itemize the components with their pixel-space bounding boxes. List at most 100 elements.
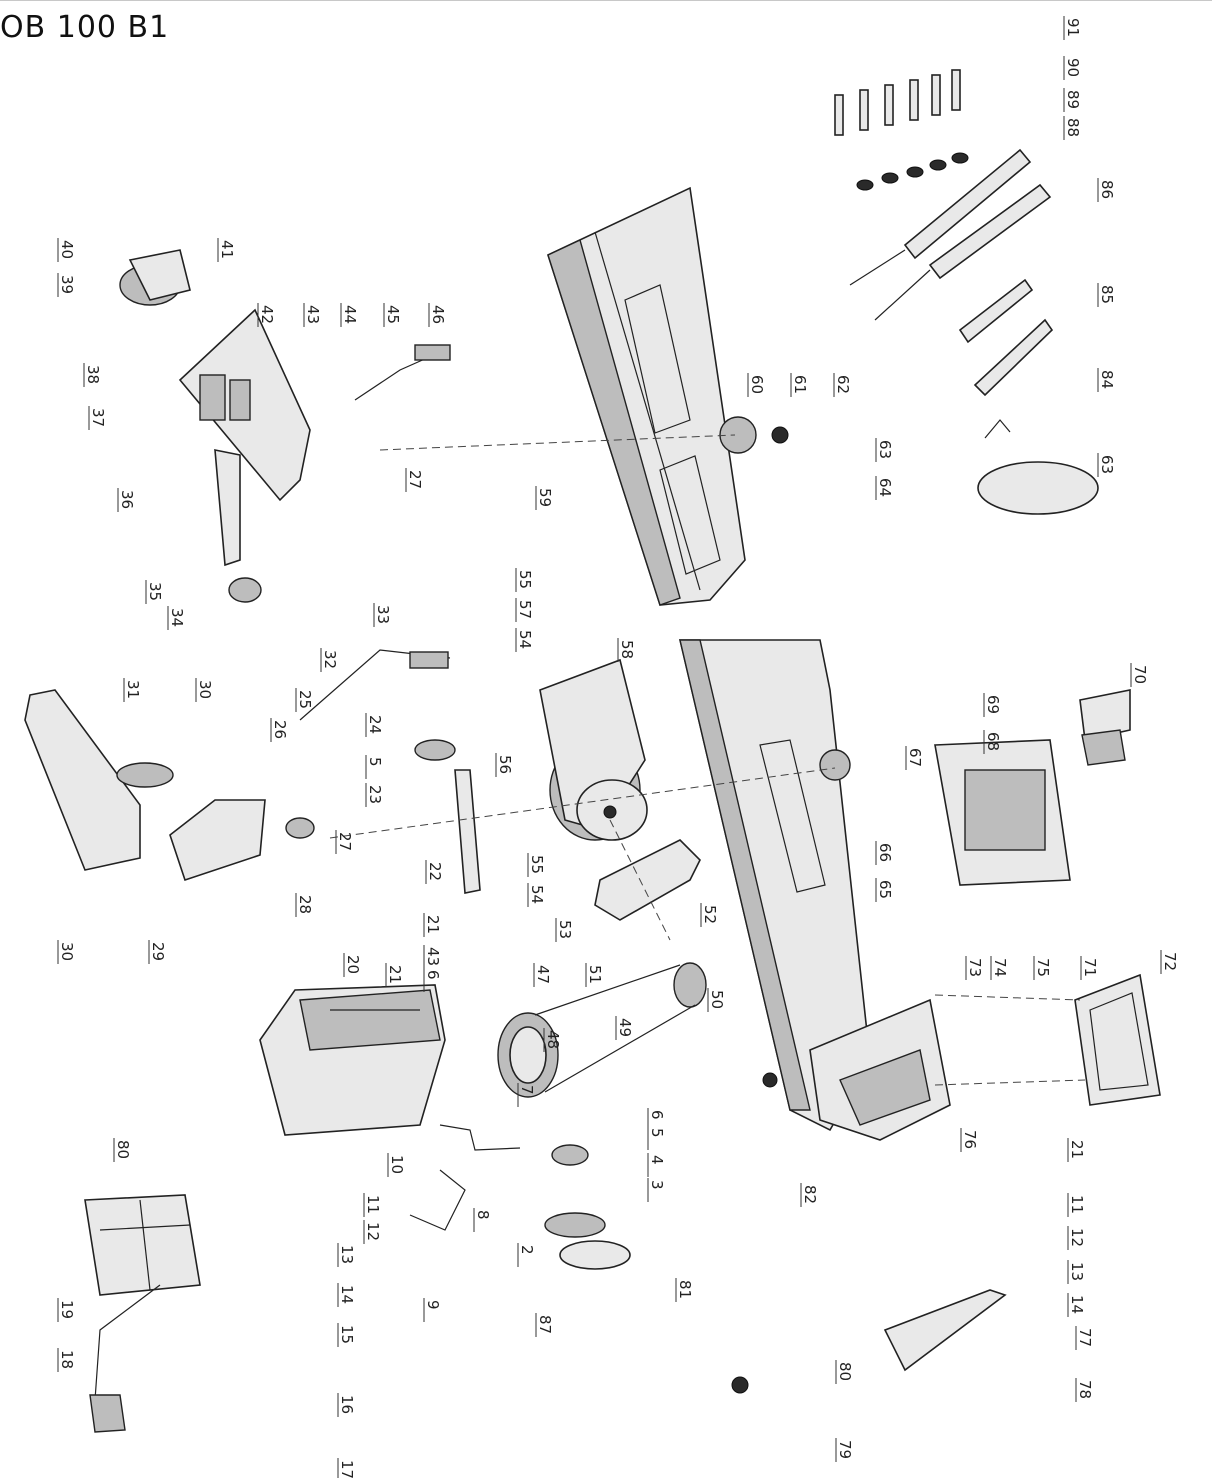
- callout-18: 18: [57, 1348, 76, 1372]
- callout-number: 61: [791, 375, 809, 394]
- callout-number: 4: [648, 1155, 666, 1165]
- callout-49: 49: [615, 1016, 634, 1040]
- callout-number: 16: [338, 1395, 356, 1414]
- callout-number: 17: [338, 1460, 356, 1478]
- callout-66: 66: [875, 841, 894, 865]
- callout-number: 69: [984, 695, 1002, 714]
- nut-82: [762, 1072, 778, 1088]
- callout-number: 38: [84, 365, 102, 384]
- callout-number: 78: [1076, 1380, 1094, 1399]
- callout-12: 12: [363, 1220, 382, 1244]
- callout-number: 14: [338, 1285, 356, 1304]
- callout-number: 87: [536, 1315, 554, 1334]
- callout-number: 3: [648, 1180, 666, 1190]
- page-title: OB 100 B1: [0, 10, 170, 45]
- callout-54: 54: [515, 628, 534, 652]
- bearing-5: [551, 1144, 589, 1166]
- callout-41: 41: [217, 238, 236, 262]
- callout-number: 6: [648, 1110, 666, 1120]
- callout-number: 18: [58, 1350, 76, 1369]
- callout-number: 66: [876, 843, 894, 862]
- callout-number: 91: [1064, 18, 1082, 37]
- callout-number: 7: [518, 1085, 536, 1095]
- callout-number: 67: [906, 748, 924, 767]
- callout-number: 19: [58, 1300, 76, 1319]
- callout-14: 14: [1067, 1293, 1086, 1317]
- callout-72: 72: [1160, 950, 1179, 974]
- callout-43: 43: [423, 945, 442, 969]
- callout-80: 80: [835, 1360, 854, 1384]
- callout-10: 10: [387, 1153, 406, 1177]
- callout-26: 26: [270, 718, 289, 742]
- callout-90: 90: [1063, 56, 1082, 80]
- callout-64: 64: [875, 476, 894, 500]
- callout-number: 65: [876, 880, 894, 899]
- motor-bracket-53: [594, 839, 701, 921]
- callout-58: 58: [617, 638, 636, 662]
- callout-87: 87: [535, 1313, 554, 1337]
- callout-number: 57: [516, 600, 534, 619]
- callout-number: 55: [516, 570, 534, 589]
- callout-number: 44: [341, 305, 359, 324]
- callout-46: 46: [428, 303, 447, 327]
- callout-number: 64: [876, 478, 894, 497]
- callout-number: 37: [89, 408, 107, 427]
- callout-number: 74: [991, 958, 1009, 977]
- callout-number: 2: [518, 1245, 536, 1255]
- spindle-22: [454, 769, 481, 894]
- axis-line-upper: [379, 434, 736, 451]
- callout-8: 8: [473, 1208, 492, 1232]
- power-cable-17: [94, 1284, 161, 1401]
- callout-5: 5: [365, 755, 384, 779]
- callout-number: 68: [984, 732, 1002, 751]
- callout-48: 48: [543, 1028, 562, 1052]
- callout-21: 21: [385, 963, 404, 987]
- axis-line-lower: [329, 767, 836, 839]
- callout-2: 2: [517, 1243, 536, 1267]
- callout-number: 80: [114, 1140, 132, 1159]
- callout-number: 28: [296, 895, 314, 914]
- callout-number: 20: [344, 955, 362, 974]
- callout-24: 24: [365, 713, 384, 737]
- callout-number: 79: [836, 1440, 854, 1459]
- lever-33-grip: [409, 651, 449, 669]
- callout-number: 12: [364, 1222, 382, 1241]
- callout-number: 40: [58, 240, 76, 259]
- callout-number: 47: [534, 965, 552, 984]
- callout-68: 68: [983, 730, 1002, 754]
- callout-37: 37: [88, 406, 107, 430]
- knob-79: [731, 1376, 749, 1394]
- callout-number: 88: [1064, 118, 1082, 137]
- callout-number: 35: [146, 582, 164, 601]
- callout-13: 13: [337, 1243, 356, 1267]
- callout-63: 63: [875, 438, 894, 462]
- callout-21: 21: [1067, 1138, 1086, 1162]
- axis-line-cover-2: [934, 1079, 1086, 1086]
- callout-number: 24: [366, 715, 384, 734]
- callout-57: 57: [515, 598, 534, 622]
- callout-36: 36: [117, 488, 136, 512]
- callout-number: 60: [748, 375, 766, 394]
- callout-number: 51: [586, 965, 604, 984]
- callout-82: 82: [800, 1183, 819, 1207]
- callout-56: 56: [495, 753, 514, 777]
- callout-number: 72: [1161, 952, 1179, 971]
- cover-plate-16: [84, 1194, 201, 1296]
- callout-17: 17: [337, 1458, 356, 1478]
- callout-number: 12: [1068, 1228, 1086, 1247]
- callout-78: 78: [1075, 1378, 1094, 1402]
- bearing-5-top: [414, 739, 456, 761]
- callout-28: 28: [295, 893, 314, 917]
- callout-number: 15: [338, 1325, 356, 1344]
- callout-number: 27: [406, 470, 424, 489]
- callout-51: 51: [585, 963, 604, 987]
- callout-14: 14: [337, 1283, 356, 1307]
- callout-70: 70: [1130, 663, 1149, 687]
- callout-30: 30: [195, 678, 214, 702]
- tubes-86: [849, 148, 1052, 321]
- callout-number: 31: [124, 680, 142, 699]
- callout-20: 20: [343, 953, 362, 977]
- callout-number: 75: [1034, 958, 1052, 977]
- callout-55: 55: [527, 853, 546, 877]
